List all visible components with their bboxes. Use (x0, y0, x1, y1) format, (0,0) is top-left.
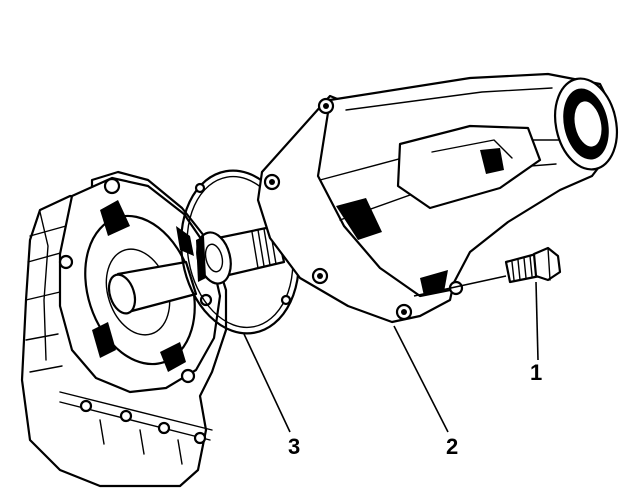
transmission-case (20, 170, 228, 488)
callout-3: 3 (288, 434, 300, 459)
callout-1: 1 (530, 360, 542, 385)
leader-line-2 (393, 325, 449, 433)
callout-2: 2 (446, 434, 458, 459)
leader-line-3 (243, 333, 291, 433)
extension-housing (256, 72, 618, 324)
leader-line-1 (535, 281, 539, 361)
bolt (504, 246, 562, 284)
output-shaft (196, 224, 286, 285)
leader-lines (243, 275, 539, 433)
